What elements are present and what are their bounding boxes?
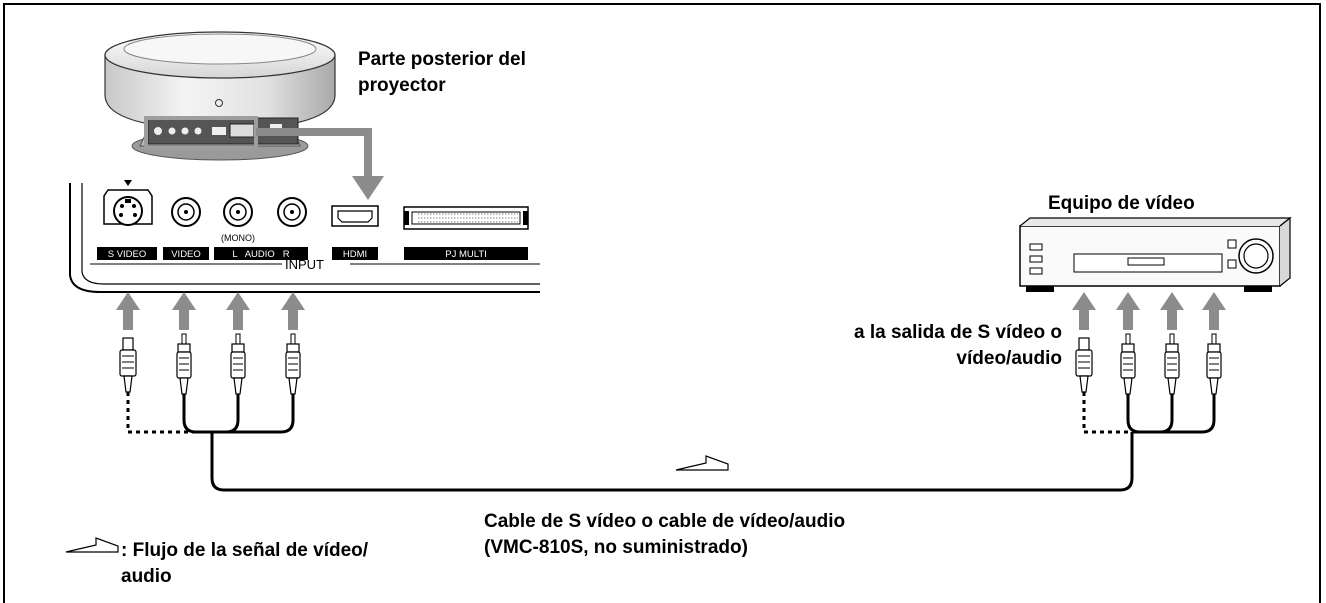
rca-plug-icon [1120, 333, 1136, 395]
pj-multi-port-label: PJ MULTI [445, 249, 487, 260]
s-video-port-label: S VIDEO [108, 249, 147, 260]
legend-signal-arrow-icon [65, 537, 119, 553]
mono-note: (MONO) [221, 233, 255, 243]
hdmi-port-label: HDMI [343, 249, 367, 260]
video-equipment-illustration [1019, 216, 1292, 292]
rca-audio-right-jack-icon [277, 197, 307, 227]
rca-audio-left-jack-icon [223, 197, 253, 227]
rca-video-jack-icon [171, 197, 201, 227]
video-equipment-label: Equipo de vídeo [1048, 193, 1195, 214]
equipment-side-plugs [1075, 333, 1222, 395]
projector-illustration [104, 31, 384, 200]
cable-label: Cable de S vídeo o cable de vídeo/audio … [484, 511, 846, 558]
hdmi-port-icon [331, 205, 379, 227]
rca-plug-icon [1206, 333, 1222, 395]
projector-side-plugs [119, 333, 301, 395]
s-video-plug-icon [119, 337, 137, 393]
projector-rear-label: Parte posterior del proyector [358, 49, 526, 96]
rca-plug-icon [176, 333, 192, 395]
equipment-side-arrows [1072, 292, 1226, 330]
s-video-port-icon [103, 189, 153, 226]
input-panel: INPUT [69, 180, 540, 293]
legend-label: : Flujo de la señal de vídeo/ audio [121, 540, 369, 587]
cable-lines [126, 392, 1216, 492]
rca-plug-icon [230, 333, 246, 395]
rca-plug-icon [285, 333, 301, 395]
video-port-label: VIDEO [171, 249, 201, 260]
signal-flow-arrow-icon [675, 455, 729, 471]
output-target-label: a la salida de S vídeo o vídeo/audio [853, 322, 1062, 369]
pj-multi-port-icon [403, 206, 529, 230]
projector-side-arrows [116, 292, 305, 330]
audio-port-label: L AUDIO R [232, 249, 289, 260]
s-video-plug-icon [1075, 337, 1093, 393]
rca-plug-icon [1164, 333, 1180, 395]
input-label: INPUT [285, 257, 324, 272]
diagram-frame [3, 3, 1321, 603]
